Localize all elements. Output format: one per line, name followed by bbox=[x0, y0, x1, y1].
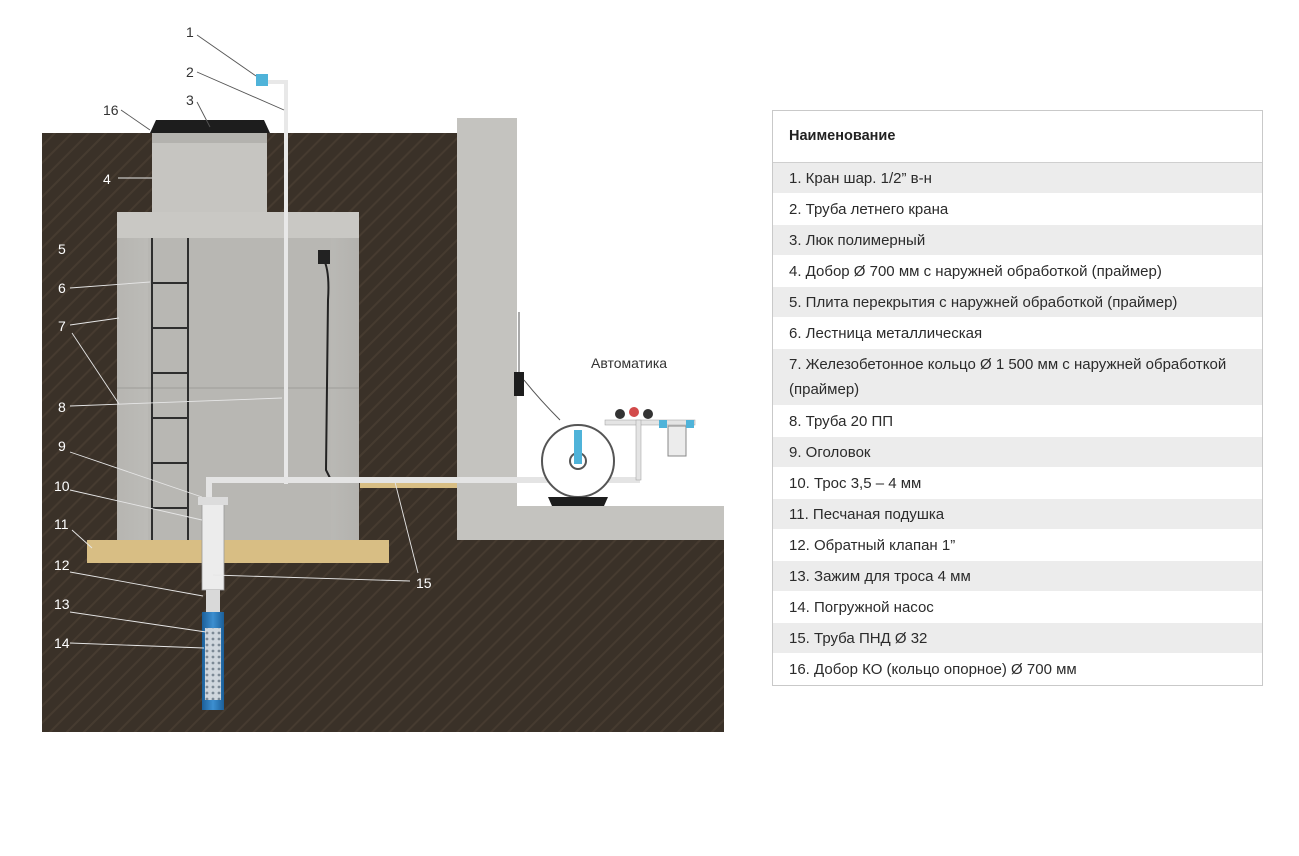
well-casing bbox=[201, 501, 225, 591]
legend-item-15: 15. Труба ПНД Ø 32 bbox=[789, 629, 928, 647]
legend-row: 1. Кран шар. 1/2” в-н bbox=[773, 163, 1262, 194]
callout-12: 12 bbox=[54, 557, 70, 573]
legend-item-13: 13. Зажим для троса 4 мм bbox=[789, 567, 971, 585]
callout-16: 16 bbox=[103, 102, 119, 118]
extension-ring bbox=[152, 133, 267, 212]
ladder bbox=[151, 238, 189, 540]
legend-table: Наименование 1. Кран шар. 1/2” в-н 2. Тр… bbox=[772, 110, 1263, 686]
sand-under-pipe bbox=[360, 480, 457, 488]
support-ring bbox=[152, 133, 267, 143]
legend-row: 14. Погружной насос bbox=[773, 592, 1262, 623]
legend-item-9: 9. Оголовок bbox=[789, 443, 871, 461]
callout-11: 11 bbox=[54, 516, 69, 532]
callout-8: 8 bbox=[58, 399, 66, 415]
legend-row: 13. Зажим для троса 4 мм bbox=[773, 561, 1262, 592]
legend-row: 15. Труба ПНД Ø 32 bbox=[773, 623, 1262, 654]
legend-item-10: 10. Трос 3,5 – 4 мм bbox=[789, 474, 922, 492]
building-floor bbox=[457, 506, 724, 540]
legend-row: 8. Труба 20 ПП bbox=[773, 406, 1262, 437]
callout-14: 14 bbox=[54, 635, 70, 651]
legend-item-2: 2. Труба летнего крана bbox=[789, 200, 949, 218]
ball-valve bbox=[256, 74, 268, 86]
automation-label: Автоматика bbox=[591, 355, 667, 371]
legend-row: 6. Лестница металлическая bbox=[773, 318, 1262, 349]
callout-9: 9 bbox=[58, 438, 66, 454]
legend-item-14: 14. Погружной насос bbox=[789, 598, 934, 616]
legend-item-6: 6. Лестница металлическая bbox=[789, 324, 983, 342]
legend-row: 4. Добор Ø 700 мм с наружней обработкой … bbox=[773, 256, 1262, 287]
legend-item-12: 12. Обратный клапан 1” bbox=[789, 536, 956, 554]
callout-2: 2 bbox=[186, 64, 194, 80]
callout-3: 3 bbox=[186, 92, 194, 108]
callout-13: 13 bbox=[54, 596, 70, 612]
callout-15: 15 bbox=[416, 575, 432, 591]
legend-item-5: 5. Плита перекрытия с наружней обработко… bbox=[789, 293, 1178, 311]
legend-row: 9. Оголовок bbox=[773, 437, 1262, 468]
pump-screen bbox=[205, 628, 221, 700]
legend-row: 3. Люк полимерный bbox=[773, 225, 1262, 256]
sand-cushion bbox=[87, 540, 389, 563]
callout-7: 7 bbox=[58, 318, 66, 334]
legend-header: Наименование bbox=[773, 111, 1262, 163]
automation-equipment bbox=[514, 312, 696, 506]
legend-item-16: 16. Добор КО (кольцо опорное) Ø 700 мм bbox=[789, 660, 1077, 678]
legend-item-8: 8. Труба 20 ПП bbox=[789, 412, 894, 430]
cover-slab bbox=[117, 212, 359, 238]
wellhead bbox=[198, 497, 228, 505]
legend-row: 5. Плита перекрытия с наружней обработко… bbox=[773, 287, 1262, 318]
legend-item-1: 1. Кран шар. 1/2” в-н bbox=[789, 169, 932, 187]
legend-row: 2. Труба летнего крана bbox=[773, 194, 1262, 225]
callout-10: 10 bbox=[54, 478, 70, 494]
socket bbox=[318, 250, 330, 264]
callout-5: 5 bbox=[58, 241, 66, 257]
building-wall bbox=[457, 118, 517, 540]
check-valve bbox=[206, 590, 220, 612]
callout-4: 4 bbox=[103, 171, 111, 187]
legend-row: 12. Обратный клапан 1” bbox=[773, 530, 1262, 561]
legend-row: 7. Железобетонное кольцо Ø 1 500 мм с на… bbox=[773, 349, 1262, 406]
callout-leaders bbox=[69, 34, 419, 649]
callout-6: 6 bbox=[58, 280, 66, 296]
callout-1: 1 bbox=[186, 24, 194, 40]
concrete-ring-inner bbox=[148, 238, 331, 540]
legend-item-3: 3. Люк полимерный bbox=[789, 231, 926, 249]
legend-item-7: 7. Железобетонное кольцо Ø 1 500 мм с на… bbox=[789, 356, 1227, 398]
legend-row: 10. Трос 3,5 – 4 мм bbox=[773, 468, 1262, 499]
legend-item-4: 4. Добор Ø 700 мм с наружней обработкой … bbox=[789, 262, 1162, 280]
legend-row: 16. Добор КО (кольцо опорное) Ø 700 мм bbox=[773, 654, 1262, 685]
legend-row: 11. Песчаная подушка bbox=[773, 499, 1262, 530]
legend-item-11: 11. Песчаная подушка bbox=[789, 505, 945, 523]
